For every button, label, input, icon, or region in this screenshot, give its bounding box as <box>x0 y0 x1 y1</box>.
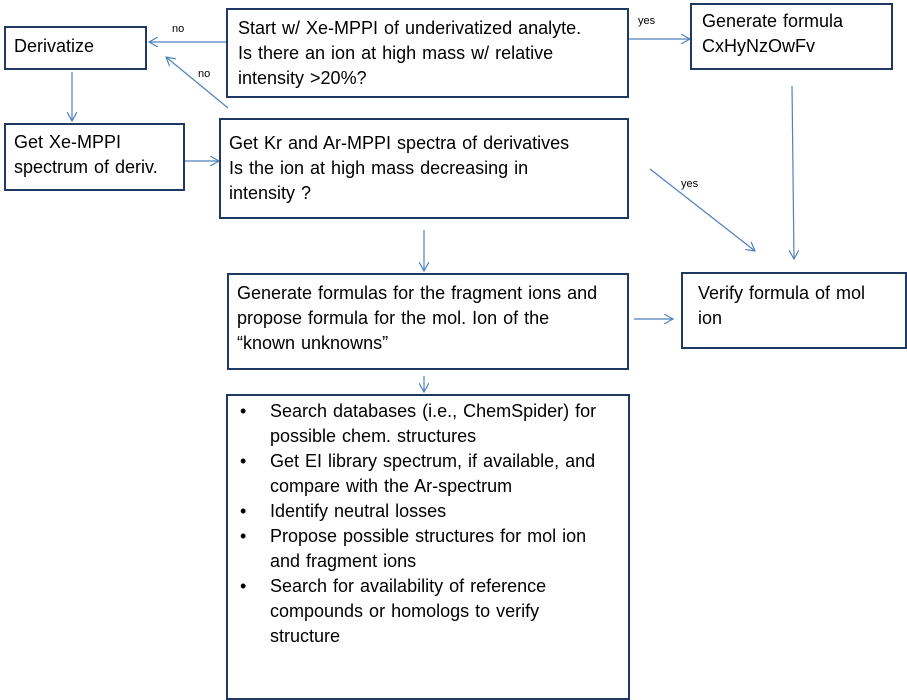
arrow-genformula-to-verify <box>792 85 794 259</box>
search-item-3-line-1: Identify neutral losses <box>270 501 447 521</box>
get-kr-line-2: Is the ion at high mass decreasing in <box>229 158 529 178</box>
start-line-2: Is there an ion at high mass w/ relative <box>238 43 554 63</box>
generate-formula-node: Generate formula CxHyNzOwFv <box>690 3 893 70</box>
get-xe-node: Get Xe-MPPI spectrum of deriv. <box>4 123 185 191</box>
edge-label-yes-getkr: yes <box>681 178 699 190</box>
search-list-item: • Propose possible structures for mol io… <box>236 524 620 574</box>
bullet-glyph: • <box>240 576 247 596</box>
search-item-1-line-1: Search databases (i.e., ChemSpider) for <box>270 401 597 421</box>
generate-formula-line-1: Generate formula <box>702 11 844 31</box>
generate-fragments-node: Generate formulas for the fragment ions … <box>227 273 629 370</box>
arrow-getkr-to-verify <box>649 168 755 251</box>
bullet-glyph: • <box>240 451 247 471</box>
search-item-2-line-2: compare with the Ar-spectrum <box>270 476 513 496</box>
generate-formula-line-2: CxHyNzOwFv <box>702 36 815 56</box>
generate-fragments-line-1: Generate formulas for the fragment ions … <box>237 283 598 303</box>
bullet-glyph: • <box>240 401 247 421</box>
verify-line-2: ion <box>698 308 723 328</box>
start-line-3: intensity >20%? <box>238 68 367 88</box>
get-xe-line-2: spectrum of deriv. <box>14 157 158 177</box>
edge-label-no-start: no <box>172 23 185 35</box>
arrow-getkr-to-derivatize <box>166 57 229 109</box>
search-item-4-line-2: and fragment ions <box>270 551 417 571</box>
edge-label-yes-start: yes <box>638 15 656 27</box>
search-item-4-line-1: Propose possible structures for mol ion <box>270 526 587 546</box>
search-item-5-line-2: compounds or homologs to verify <box>270 601 540 621</box>
verify-line-1: Verify formula of mol <box>698 283 866 303</box>
get-kr-line-3: intensity ? <box>229 183 312 203</box>
generate-fragments-line-2: propose formula for the mol. Ion of the <box>237 308 550 328</box>
edge-label-no-getkr: no <box>198 68 211 80</box>
search-list: • Search databases (i.e., ChemSpider) fo… <box>236 399 620 649</box>
get-kr-node: Get Kr and Ar-MPPI spectra of derivative… <box>219 118 629 219</box>
search-list-item: • Search databases (i.e., ChemSpider) fo… <box>236 399 620 449</box>
bullet-glyph: • <box>240 501 247 521</box>
derivatize-node: Derivatize <box>4 26 147 70</box>
search-item-2-line-1: Get EI library spectrum, if available, a… <box>270 451 596 471</box>
search-node: • Search databases (i.e., ChemSpider) fo… <box>226 394 630 700</box>
bullet-glyph: • <box>240 526 247 546</box>
search-list-item: • Get EI library spectrum, if available,… <box>236 449 620 499</box>
verify-node: Verify formula of mol ion <box>681 272 907 349</box>
get-xe-line-1: Get Xe-MPPI <box>14 132 122 152</box>
search-item-1-line-2: possible chem. structures <box>270 426 477 446</box>
generate-fragments-line-3: “known unknowns” <box>237 333 389 353</box>
start-line-1: Start w/ Xe-MPPI of underivatized analyt… <box>238 18 582 38</box>
start-node: Start w/ Xe-MPPI of underivatized analyt… <box>226 8 629 98</box>
search-list-item: • Search for availability of reference c… <box>236 574 620 649</box>
search-item-5-line-3: structure <box>270 626 341 646</box>
search-item-5-line-1: Search for availability of reference <box>270 576 547 596</box>
get-kr-line-1: Get Kr and Ar-MPPI spectra of derivative… <box>229 133 570 153</box>
search-list-item: • Identify neutral losses <box>236 499 620 524</box>
derivatize-line-1: Derivatize <box>14 36 95 56</box>
